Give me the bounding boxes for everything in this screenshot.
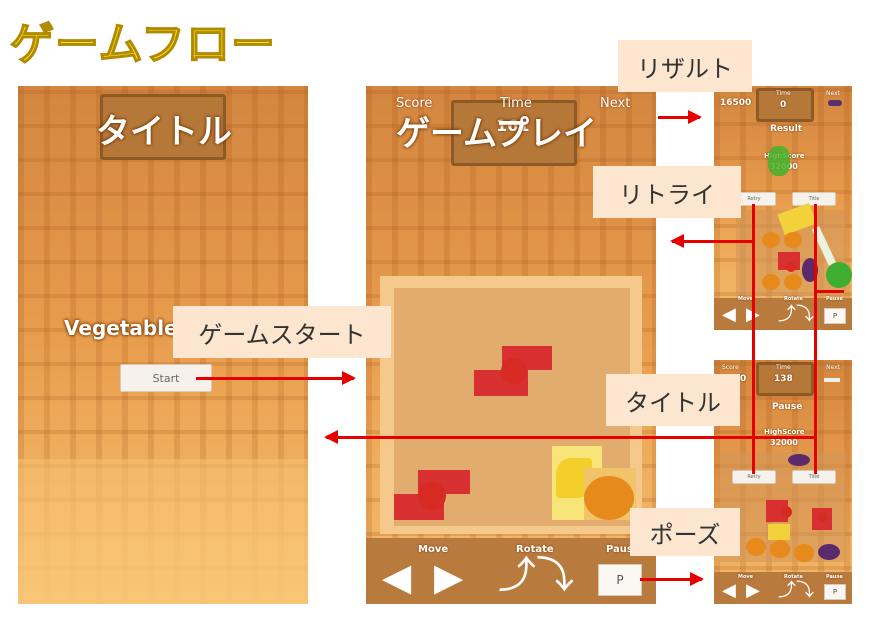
pause-score-label: Score (722, 364, 739, 371)
result-heading: Result (770, 124, 803, 134)
rotate-right-icon[interactable]: ⤵ (796, 580, 814, 601)
time-value: 161 (496, 116, 530, 135)
move-left-icon[interactable]: ◀ (722, 580, 736, 601)
tomato-icon (818, 512, 828, 522)
pause-time-label: Time (776, 364, 791, 371)
title-flow-arrow (324, 430, 816, 444)
pause-screen: Score 0 Time 138 Next Pause HighScore 32… (714, 360, 852, 604)
eggplant-icon (788, 454, 810, 466)
result-pause-label: Pause (826, 296, 843, 302)
pumpkin-icon (784, 232, 802, 248)
next-piece-icon (824, 378, 840, 382)
tomato-icon (501, 358, 527, 384)
store-sign (756, 362, 814, 396)
result-rotate-label: Rotate (784, 296, 803, 302)
pause-highscore-value: 32000 (770, 438, 798, 447)
pause-heading: Pause (772, 402, 803, 412)
score-label: Score (396, 96, 433, 111)
rotate-left-icon[interactable]: ⤴ (778, 304, 796, 325)
rotate-label: Rotate (516, 544, 554, 555)
title-screen-label: タイトル (96, 112, 232, 152)
result-pause-button[interactable]: P (824, 308, 846, 324)
pause-rotate-label: Rotate (784, 574, 803, 580)
callout-game-start: ゲームスタート (173, 306, 391, 358)
pumpkin-icon (770, 540, 790, 558)
result-screen: 16500 Time 0 Next Result HighScore 32000… (714, 86, 852, 330)
pumpkin-icon (584, 476, 634, 520)
banana-icon (768, 524, 790, 540)
tomato-icon (418, 482, 446, 510)
pause-move-label: Move (738, 574, 754, 580)
next-piece-icon (828, 100, 842, 106)
pumpkin-icon (794, 544, 814, 562)
result-time-value: 0 (780, 100, 787, 110)
result-next-label: Next (826, 90, 840, 97)
pause-highscore-label: HighScore (764, 428, 805, 436)
broccoli-icon (768, 146, 790, 176)
rotate-right-icon[interactable]: ⤵ (796, 304, 814, 325)
rotate-right-icon[interactable]: ⤵ (536, 553, 575, 597)
result-move-label: Move (738, 296, 754, 302)
store-sign (100, 94, 226, 160)
pause-pause-button[interactable]: P (824, 584, 846, 600)
callout-title: タイトル (606, 374, 740, 426)
store-sign (451, 100, 577, 166)
move-left-icon[interactable]: ◀ (382, 555, 412, 599)
store-sign (756, 88, 814, 122)
pumpkin-icon (762, 232, 780, 248)
pause-button[interactable]: P (598, 564, 642, 596)
result-time-label: Time (776, 90, 791, 97)
result-flow-arrow (658, 110, 702, 124)
pause-time-value: 138 (774, 374, 793, 384)
tomato-icon (786, 262, 796, 272)
pumpkin-icon (784, 274, 802, 290)
diagram-title: ゲームフロー (9, 18, 277, 71)
move-left-icon[interactable]: ◀ (722, 304, 736, 325)
pause-flow-arrow (640, 572, 704, 586)
pumpkin-icon (746, 538, 766, 556)
start-flow-arrow (196, 371, 356, 385)
title-connector (814, 204, 817, 474)
floor (18, 458, 308, 604)
pause-label: Pause (606, 544, 640, 555)
move-label: Move (418, 544, 449, 555)
rotate-left-icon[interactable]: ⤴ (778, 580, 796, 601)
result-score-value: 16500 (720, 98, 752, 108)
retry-flow-arrow (670, 234, 754, 248)
pause-score-value: 0 (740, 374, 747, 384)
callout-pause: ポーズ (630, 508, 740, 556)
broccoli-icon (826, 262, 852, 288)
time-label: Time (500, 96, 532, 111)
game-title: Vegetable (64, 316, 178, 340)
pause-next-label: Next (826, 364, 840, 371)
gameplay-screen: Score Time 161 Next ゲームプレイ Move Rotate P… (366, 86, 656, 604)
gameplay-screen-label: ゲームプレイ (396, 114, 597, 154)
eggplant-icon (818, 544, 840, 560)
next-label: Next (600, 96, 631, 111)
move-right-icon[interactable]: ▶ (434, 555, 464, 599)
callout-result: リザルト (618, 40, 752, 92)
callout-retry: リトライ (593, 166, 741, 218)
pumpkin-icon (762, 274, 780, 290)
rotate-left-icon[interactable]: ⤴ (498, 553, 537, 597)
move-right-icon[interactable]: ▶ (746, 580, 760, 601)
retry-connector (752, 204, 755, 474)
pause-pause-label: Pause (826, 574, 843, 580)
title-connector-branch (814, 290, 844, 293)
tomato-icon (780, 506, 792, 518)
